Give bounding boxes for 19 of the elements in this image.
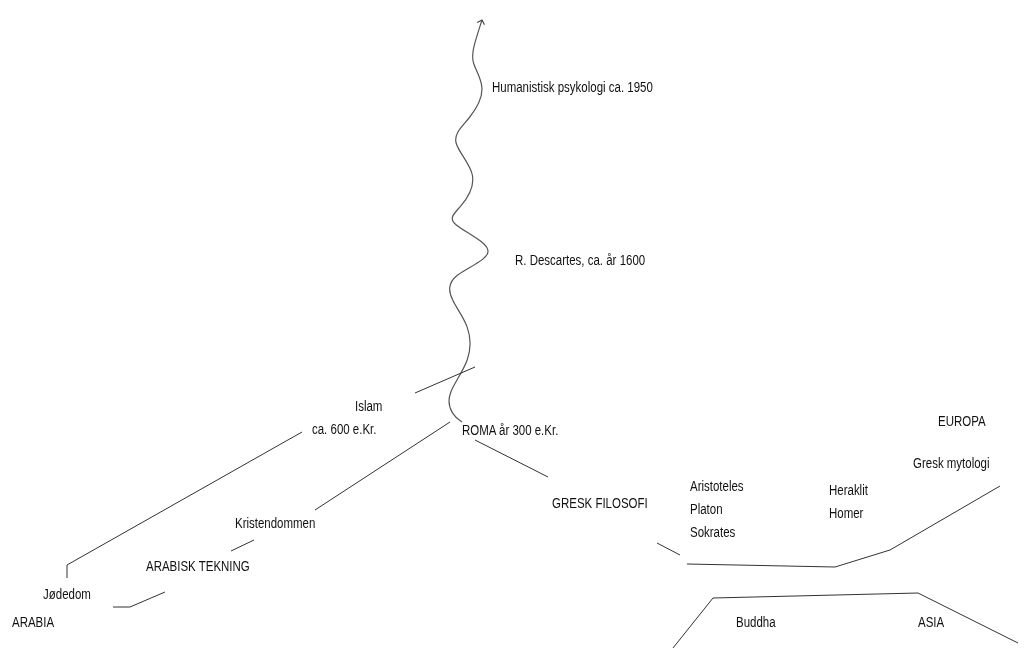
text-label: ARABISK TEKNING	[146, 558, 250, 574]
text-label: Platon	[690, 501, 723, 517]
text-label: ASIA	[918, 614, 945, 630]
text-label: R. Descartes, ca. år 1600	[515, 252, 646, 268]
text-label: Islam	[355, 398, 383, 414]
text-label: ARABIA	[12, 614, 55, 630]
text-label: Gresk mytologi	[913, 455, 990, 471]
text-label: Buddha	[736, 614, 776, 630]
text-label: Homer	[829, 505, 864, 521]
text-label: Sokrates	[690, 524, 736, 540]
text-label: Jødedom	[43, 586, 91, 602]
text-label: Aristoteles	[690, 478, 744, 494]
text-label: Kristendommen	[235, 515, 316, 531]
text-label: EUROPA	[938, 413, 986, 429]
text-label: ca. 600 e.Kr.	[312, 421, 377, 437]
text-label: ROMA år 300 e.Kr.	[462, 422, 559, 438]
text-label: Humanistisk psykologi ca. 1950	[492, 79, 653, 95]
text-label: Heraklit	[829, 482, 868, 498]
text-label: GRESK FILOSOFI	[552, 495, 648, 511]
